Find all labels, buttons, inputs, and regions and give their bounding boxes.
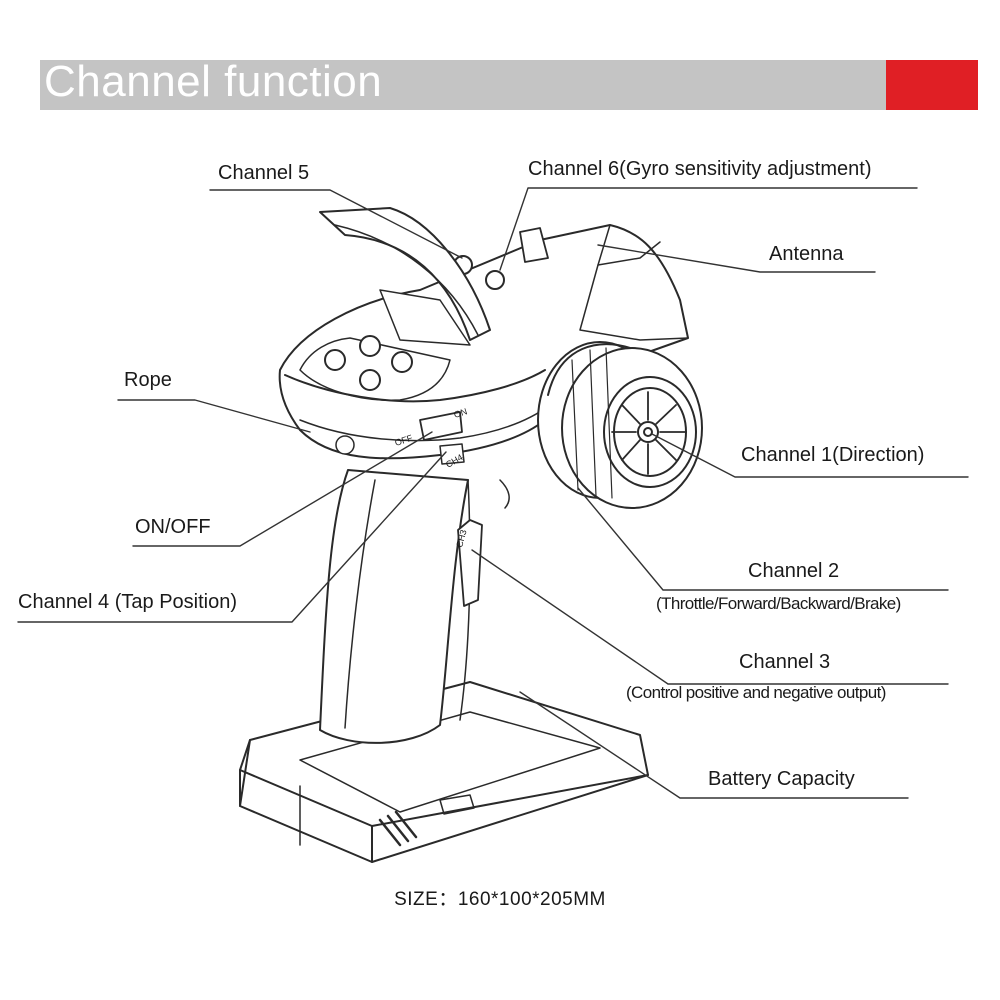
label-channel-5: Channel 5 xyxy=(218,162,310,184)
red-accent-block xyxy=(886,60,978,110)
steering-wheel xyxy=(537,341,703,509)
label-channel-3: Channel 3 xyxy=(739,651,831,673)
title-banner: Channel function xyxy=(40,57,978,110)
label-antenna: Antenna xyxy=(769,243,844,265)
transmitter-base xyxy=(239,681,649,863)
label-on-off: ON/OFF xyxy=(135,516,211,538)
label-channel-4: Channel 4 (Tap Position) xyxy=(18,591,238,613)
transmitter-body xyxy=(278,224,689,465)
channel-knobs xyxy=(324,255,505,391)
label-battery-capacity: Battery Capacity xyxy=(708,768,855,790)
transmitter-grip xyxy=(319,469,510,744)
display-cover xyxy=(319,207,491,346)
label-channel-2-detail: (Throttle/Forward/Backward/Brake) xyxy=(656,594,901,613)
ch3-marking: CH3 xyxy=(454,529,468,549)
label-channel-6: Channel 6(Gyro sensitivity adjustment) xyxy=(528,158,872,180)
label-channel-1: Channel 1(Direction) xyxy=(741,444,925,466)
label-rope: Rope xyxy=(124,369,172,391)
page-title: Channel function xyxy=(44,57,383,106)
size-caption: SIZE：160*100*205MM xyxy=(394,889,606,910)
on-marking: ON xyxy=(453,406,469,420)
leader-lines xyxy=(17,187,969,799)
label-channel-3-detail: (Control positive and negative output) xyxy=(626,683,886,702)
label-channel-2: Channel 2 xyxy=(748,560,840,582)
